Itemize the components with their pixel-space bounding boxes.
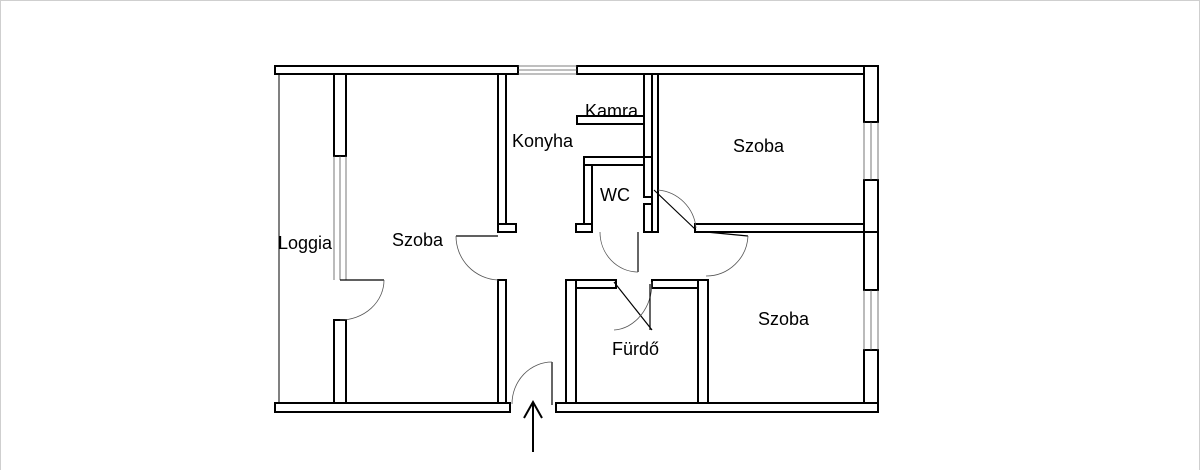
wall-szoba-right-lower [497,279,507,404]
doors [339,189,749,405]
wall-loggia-top [333,73,347,157]
wall-top-right [576,65,879,75]
room-label-konyha: Konyha [512,131,574,151]
window-top [518,65,577,75]
wall-szoba-tr-bottom [694,223,865,233]
wall-wc-right-upper [643,156,653,198]
window-loggia [333,156,347,280]
door-entrance [511,361,553,405]
wall-bottom-right [555,402,879,413]
window-right-lower [863,290,879,350]
room-label-szoba-top-right: Szoba [733,136,785,156]
up-arrow-icon [523,399,543,452]
wall-top-left [274,65,519,75]
wall-furdo-right [697,279,709,404]
wall-szoba-tr-left [651,73,659,233]
room-label-loggia: Loggia [278,233,333,253]
wall-wc-bottom-stub [575,223,593,233]
wall-wc-right-lower [643,203,653,233]
door-szoba-left [455,235,499,281]
outer-walls [274,65,879,413]
room-label-szoba-left: Szoba [392,230,444,250]
wall-loggia-bottom [333,319,347,404]
door-wc [599,231,639,273]
wall-konyha-stub [497,223,517,233]
wall-right-3 [863,231,879,291]
wall-konyha-left-upper [497,73,507,233]
wall-right-1 [863,65,879,123]
door-furdo [613,281,653,331]
interior-walls [333,73,865,404]
room-label-wc: WC [600,185,630,205]
door-szoba-top-right [653,189,749,277]
room-label-furdo: Fürdő [612,339,659,359]
wall-wc-left [583,156,593,233]
wall-kamra-right [643,73,653,158]
window-right-upper [863,122,879,180]
room-label-szoba-bottom-right: Szoba [758,309,810,329]
wall-wc-top [583,156,645,166]
wall-bottom-left [274,402,511,413]
windows [333,65,879,350]
wall-furdo-left [565,279,577,404]
room-label-kamra: Kamra [585,101,639,121]
wall-right-2 [863,179,879,233]
door-loggia [339,279,385,321]
